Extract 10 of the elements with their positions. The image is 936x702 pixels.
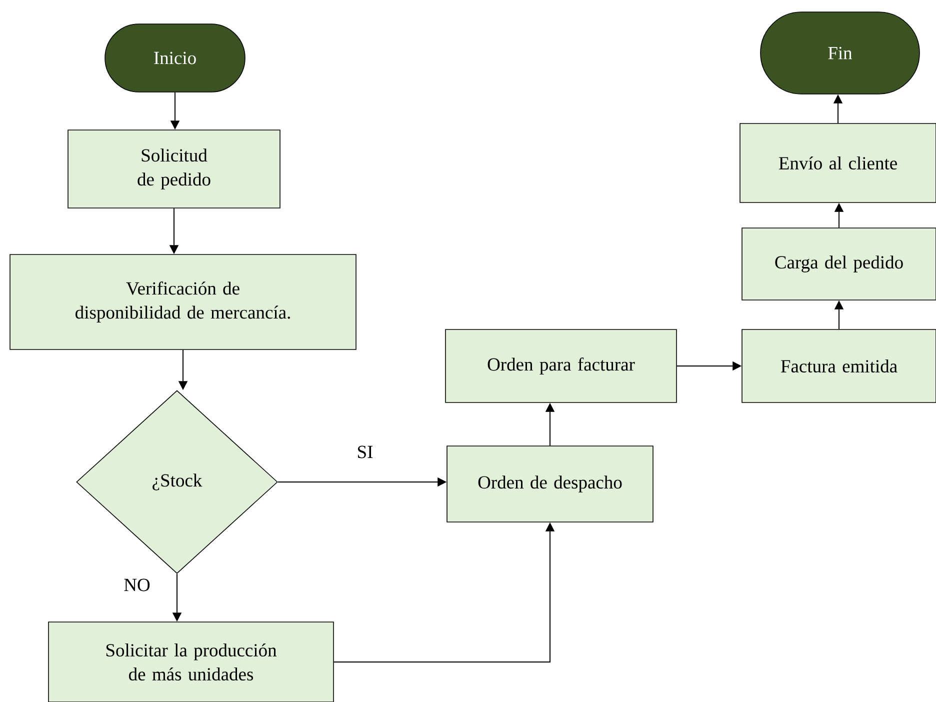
process-box: Solicitar la producción de más unidades [48,622,334,702]
edge-label: NO [122,578,152,592]
process-box: Solicitud de pedido [68,130,280,208]
process-box: Factura emitida [742,329,936,403]
process-box: Verificación de disponibilidad de mercancía. [10,254,356,350]
process-box: Carga del pedido [742,228,936,300]
edge-label: SI [356,444,374,460]
process-box: Orden para facturar [445,329,677,403]
process-box: Orden de despacho [446,446,654,522]
process-box: Envío al cliente [740,123,936,203]
